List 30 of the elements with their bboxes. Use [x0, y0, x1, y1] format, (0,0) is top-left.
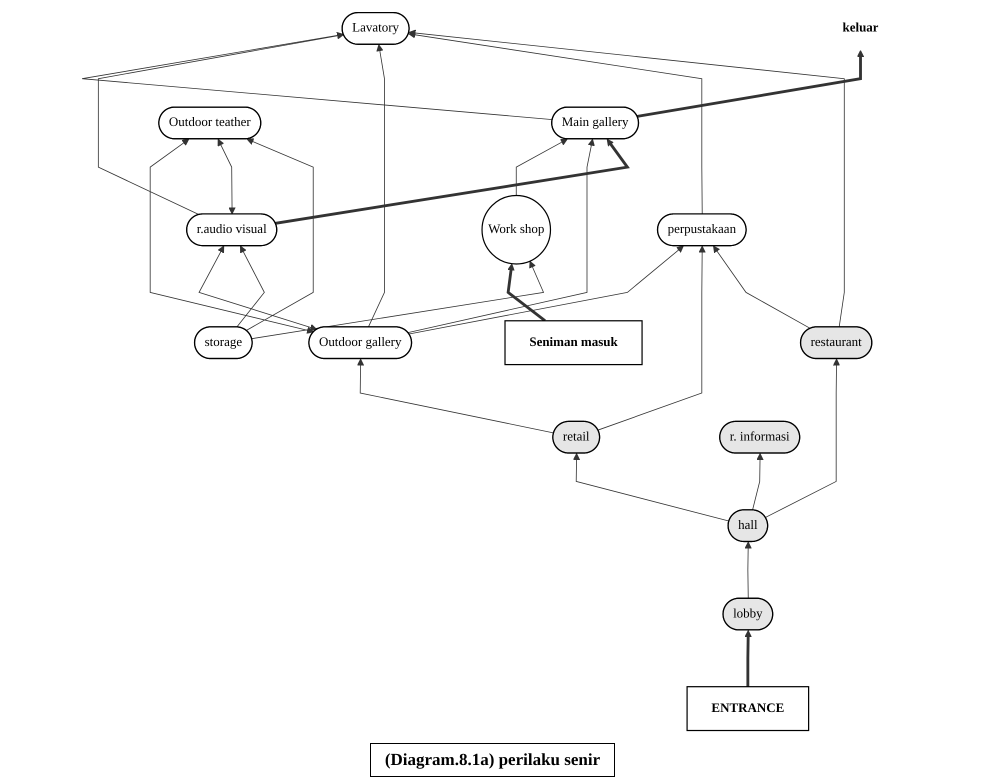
arrow	[275, 138, 630, 225]
arrow	[150, 138, 314, 334]
arrow	[744, 542, 752, 600]
arrow	[252, 260, 544, 340]
arrow	[598, 246, 706, 430]
arrow	[368, 44, 385, 328]
arrow	[356, 358, 554, 434]
arrow	[506, 263, 546, 322]
node-circle: Work shop	[481, 194, 552, 265]
node-box: Seniman masuk	[504, 320, 643, 366]
arrow	[572, 453, 730, 522]
arrow	[408, 246, 684, 334]
arrow	[236, 246, 265, 328]
arrow	[744, 630, 752, 687]
caption: (Diagram.8.1a) perilaku senir	[370, 743, 616, 777]
arrow	[752, 453, 764, 511]
arrow	[408, 29, 845, 328]
arrow	[98, 32, 344, 216]
arrow	[637, 50, 864, 118]
arrow	[408, 138, 595, 333]
arrow	[82, 32, 553, 120]
arrow	[246, 138, 314, 331]
arrow	[516, 138, 568, 196]
arrow	[198, 246, 318, 331]
arrow	[408, 31, 703, 215]
node-text: keluar	[842, 21, 879, 35]
node-box: ENTRANCE	[686, 686, 810, 732]
arrow	[765, 358, 840, 518]
arrow	[218, 138, 236, 214]
arrow	[713, 246, 811, 329]
